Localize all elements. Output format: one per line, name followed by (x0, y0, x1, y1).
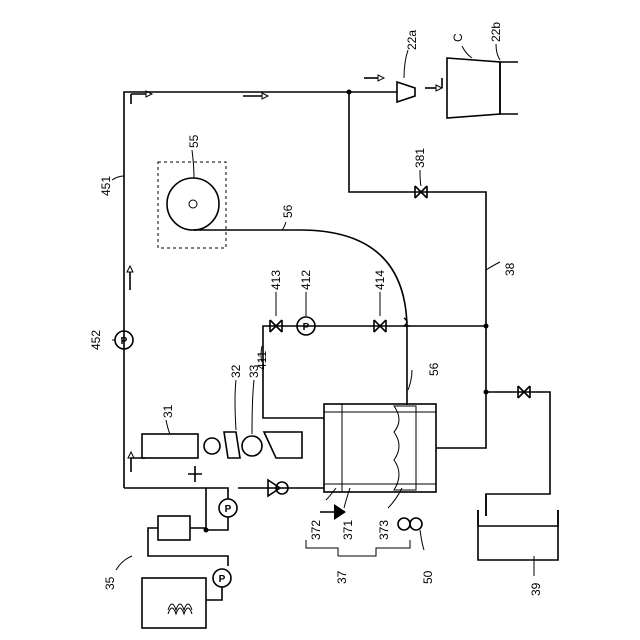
label-55: 55 (187, 134, 201, 148)
label-c: C (451, 33, 465, 42)
pump-35-symbol: P (219, 574, 226, 585)
label-373: 373 (377, 520, 391, 540)
label-35: 35 (103, 576, 117, 590)
tank-39 (478, 494, 558, 560)
component-33 (242, 432, 302, 458)
tank-37 (320, 404, 436, 520)
label-381: 381 (413, 148, 427, 168)
label-31: 31 (161, 404, 175, 418)
unit-50 (398, 518, 422, 530)
leader-lines (112, 44, 534, 576)
unit-35 (142, 488, 231, 628)
pump-feed-symbol: P (225, 504, 232, 515)
label-22a: 22a (405, 30, 419, 50)
label-22b: 22b (489, 22, 503, 42)
pipe-451 (124, 92, 397, 488)
component-32 (224, 432, 240, 458)
label-371: 371 (341, 520, 355, 540)
label-451: 451 (99, 176, 113, 196)
label-38: 38 (503, 262, 517, 276)
compressor-c (447, 58, 500, 118)
pump-452-symbol: P (121, 336, 128, 347)
label-56-right: 56 (427, 362, 441, 376)
label-32: 32 (229, 364, 243, 378)
label-414: 414 (373, 270, 387, 290)
check-valve (238, 480, 324, 496)
flow-arrows (127, 75, 442, 482)
compressor-assembly (397, 58, 518, 118)
label-56-top: 56 (281, 204, 295, 218)
label-412: 412 (299, 270, 313, 290)
reel-55 (158, 162, 226, 248)
nozzle-22a (397, 82, 415, 102)
pump-feed (204, 488, 238, 533)
label-33: 33 (247, 364, 261, 378)
label-39: 39 (529, 582, 543, 596)
label-452: 452 (89, 330, 103, 350)
label-372: 372 (309, 520, 323, 540)
label-413: 413 (269, 270, 283, 290)
label-50: 50 (421, 570, 435, 584)
component-31 (142, 434, 220, 458)
label-37: 37 (335, 570, 349, 584)
reference-labels: 22a C 22b 381 55 56 451 38 413 412 414 4… (89, 22, 543, 596)
pump-412-symbol: P (303, 322, 310, 333)
